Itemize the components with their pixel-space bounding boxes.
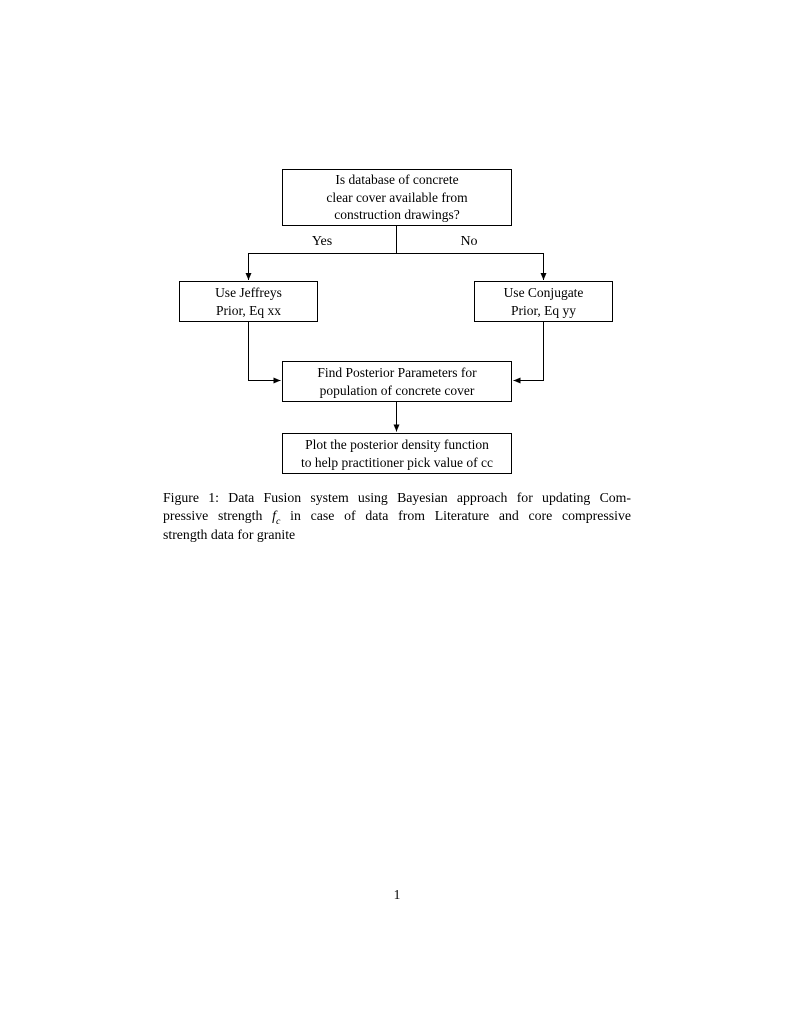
node-text-line: Use Conjugate xyxy=(503,285,584,300)
branch-label-no: No xyxy=(460,234,478,249)
node-text-line: construction drawings? xyxy=(334,207,460,223)
edge-left-to-merge-arrow xyxy=(248,321,281,384)
page-number: 1 xyxy=(393,887,401,902)
node-text-line: to help practitioner pick value of cc xyxy=(301,454,493,470)
node-text-line: Find Posterior Parameters for xyxy=(317,365,477,380)
figure-caption-line: pressive strength fc in case of data fro… xyxy=(163,508,631,528)
flowchart-node-conjugate-prior: Use Conjugate Prior, Eq yy xyxy=(474,281,613,322)
node-text-line: clear cover available from xyxy=(326,189,468,205)
node-text-line: Prior, Eq xx xyxy=(215,302,282,318)
figure-caption-line: Figure 1: Data Fusion system using Bayes… xyxy=(163,490,631,505)
flowchart-node-plot-density: Plot the posterior density function to h… xyxy=(282,433,512,474)
flowchart-node-find-posterior: Find Posterior Parameters for population… xyxy=(282,361,512,402)
node-text-line: Use Jeffreys xyxy=(215,285,282,300)
figure-caption: Figure 1: Data Fusion system using Bayes… xyxy=(163,489,631,544)
flowchart-node-decision: Is database of concrete clear cover avai… xyxy=(282,169,512,226)
branch-label-yes: Yes xyxy=(311,234,333,249)
node-text-line: population of concrete cover xyxy=(319,382,475,398)
edge-right-to-merge-arrow xyxy=(513,321,544,384)
flowchart-node-jeffreys-prior: Use Jeffreys Prior, Eq xx xyxy=(179,281,318,322)
node-text-line: Prior, Eq yy xyxy=(510,302,577,318)
node-text-line: Plot the posterior density function xyxy=(305,437,489,452)
figure-caption-line: strength data for granite xyxy=(163,526,296,542)
node-text-line: Is database of concrete xyxy=(335,172,459,188)
math-symbol-fc: fc xyxy=(272,508,281,528)
